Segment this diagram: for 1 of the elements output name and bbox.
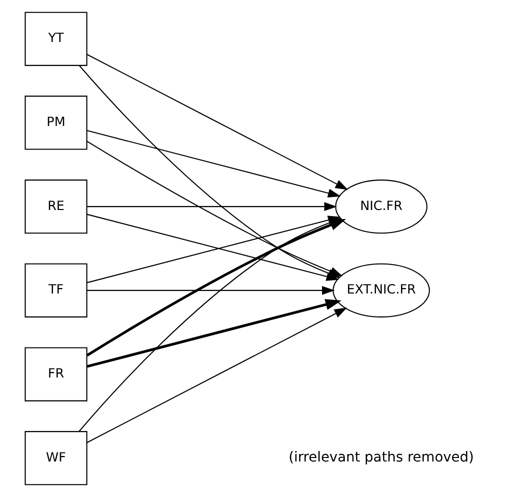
label: (irrelevant paths removed): [288, 450, 474, 466]
